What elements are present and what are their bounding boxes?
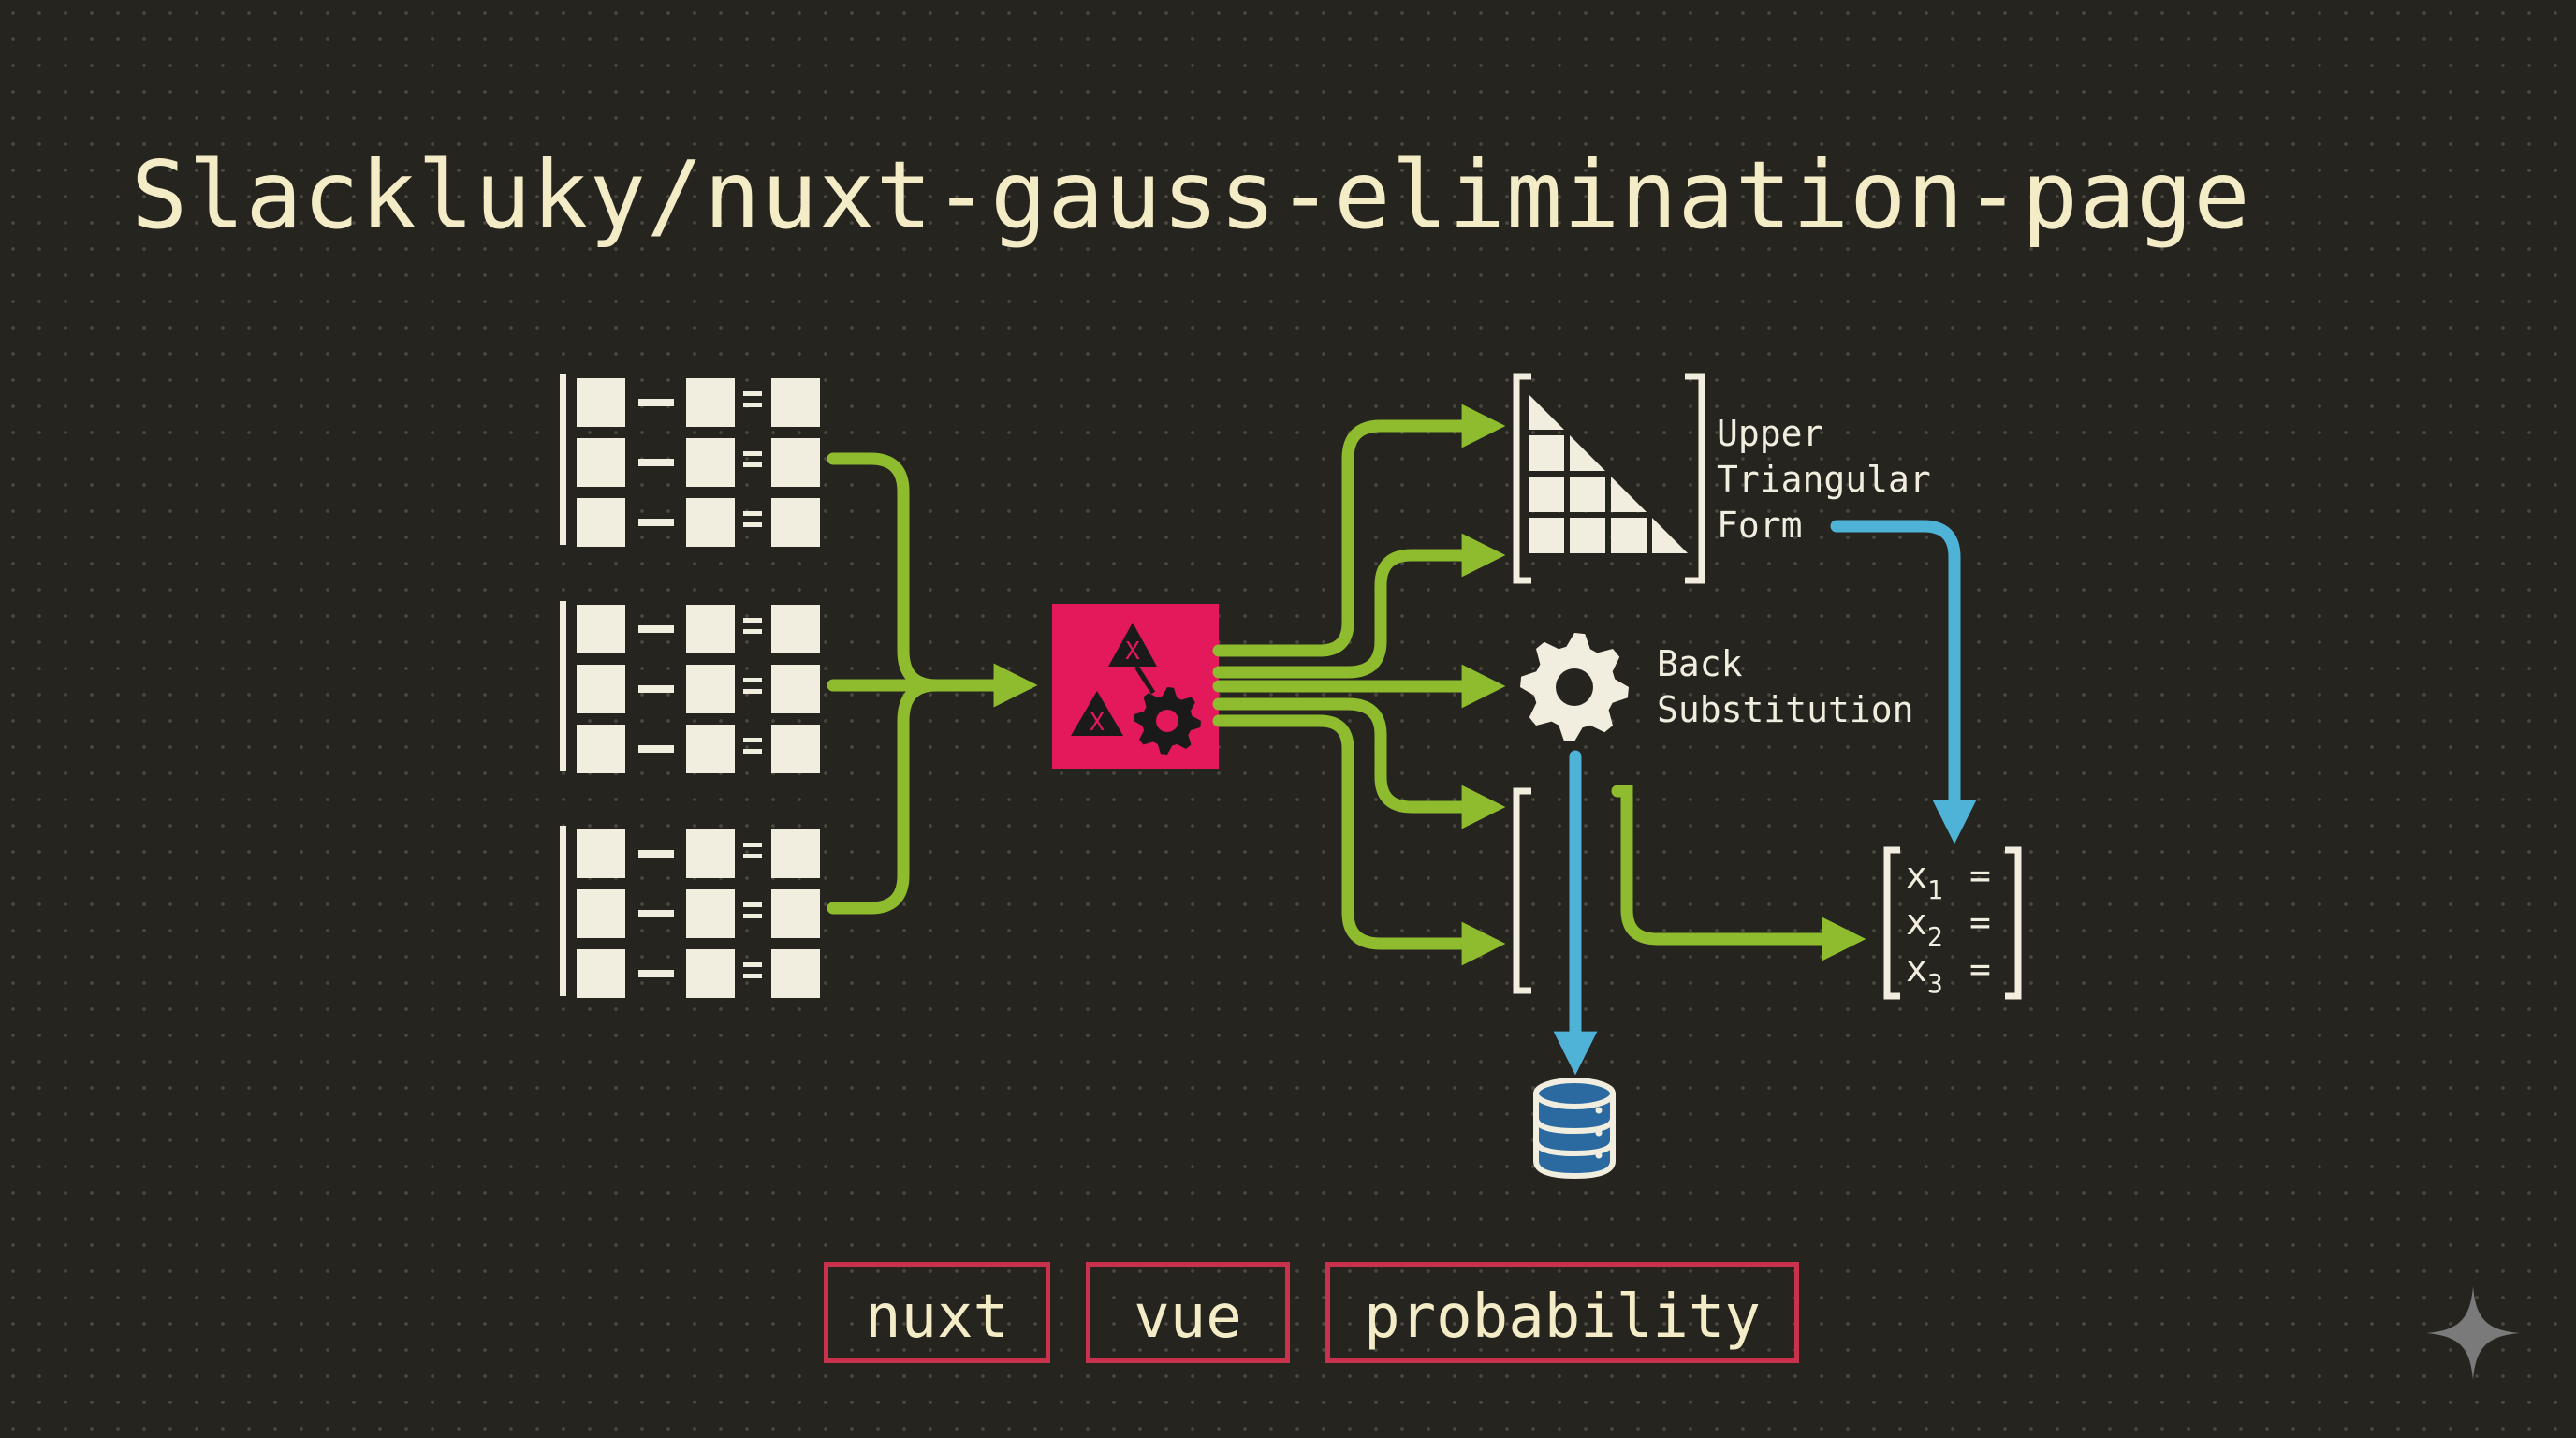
- matrix-icon: [560, 826, 820, 998]
- solution-vector: x1 = x2 = x3 =: [1883, 846, 2022, 1000]
- tag-list: nuxt vue probability: [824, 1262, 1799, 1363]
- solution-eq2: =: [1969, 902, 1991, 943]
- input-arrow-bottom: [827, 679, 943, 915]
- upper-label-line3: Form: [1717, 505, 1803, 546]
- gear-icon: [1134, 687, 1201, 755]
- output-arrow-2: [1212, 533, 1506, 679]
- matrix-icon: [560, 601, 820, 773]
- sparkle-icon: [2426, 1286, 2520, 1380]
- tag-vue[interactable]: vue: [1086, 1262, 1290, 1363]
- solution-eq3: =: [1969, 948, 1991, 990]
- arrow-to-solution: [1830, 520, 1977, 844]
- empty-matrix-bracket: [1513, 787, 1531, 994]
- input-arrows: [827, 452, 1038, 915]
- back-label-line1: Back: [1657, 643, 1743, 684]
- svg-text:X: X: [1090, 709, 1105, 737]
- solution-x2: x2: [1906, 902, 1943, 952]
- solution-eq1: =: [1969, 855, 1991, 896]
- output-arrow-5: [1212, 714, 1506, 966]
- input-arrow-top: [827, 452, 1038, 708]
- tag-nuxt[interactable]: nuxt: [824, 1262, 1050, 1363]
- page-title: Slackluky/nuxt-gauss-elimination-page: [131, 140, 2251, 250]
- tag-probability[interactable]: probability: [1325, 1262, 1799, 1363]
- svg-text:X: X: [1125, 638, 1140, 666]
- output-arrow-4: [1212, 697, 1506, 829]
- database-icon: [1533, 1078, 1616, 1180]
- input-matrices: [560, 374, 820, 998]
- output-arrow-to-solution: [1611, 785, 1866, 961]
- triangular-matrix-icon: [1513, 373, 1705, 584]
- gauss-elimination-icon: X X: [1052, 604, 1219, 769]
- matrix-icon: [560, 374, 820, 547]
- gear-icon: [1520, 633, 1629, 741]
- back-label-line2: Substitution: [1657, 689, 1914, 730]
- upper-label-line2: Triangular: [1717, 459, 1931, 500]
- solution-x1: x1: [1906, 855, 1943, 905]
- upper-label-line1: Upper: [1717, 413, 1823, 454]
- output-arrow-1: [1212, 404, 1506, 657]
- output-arrows: [1212, 404, 1866, 966]
- blue-arrows: [1553, 520, 1977, 1076]
- solution-x3: x3: [1906, 948, 1943, 999]
